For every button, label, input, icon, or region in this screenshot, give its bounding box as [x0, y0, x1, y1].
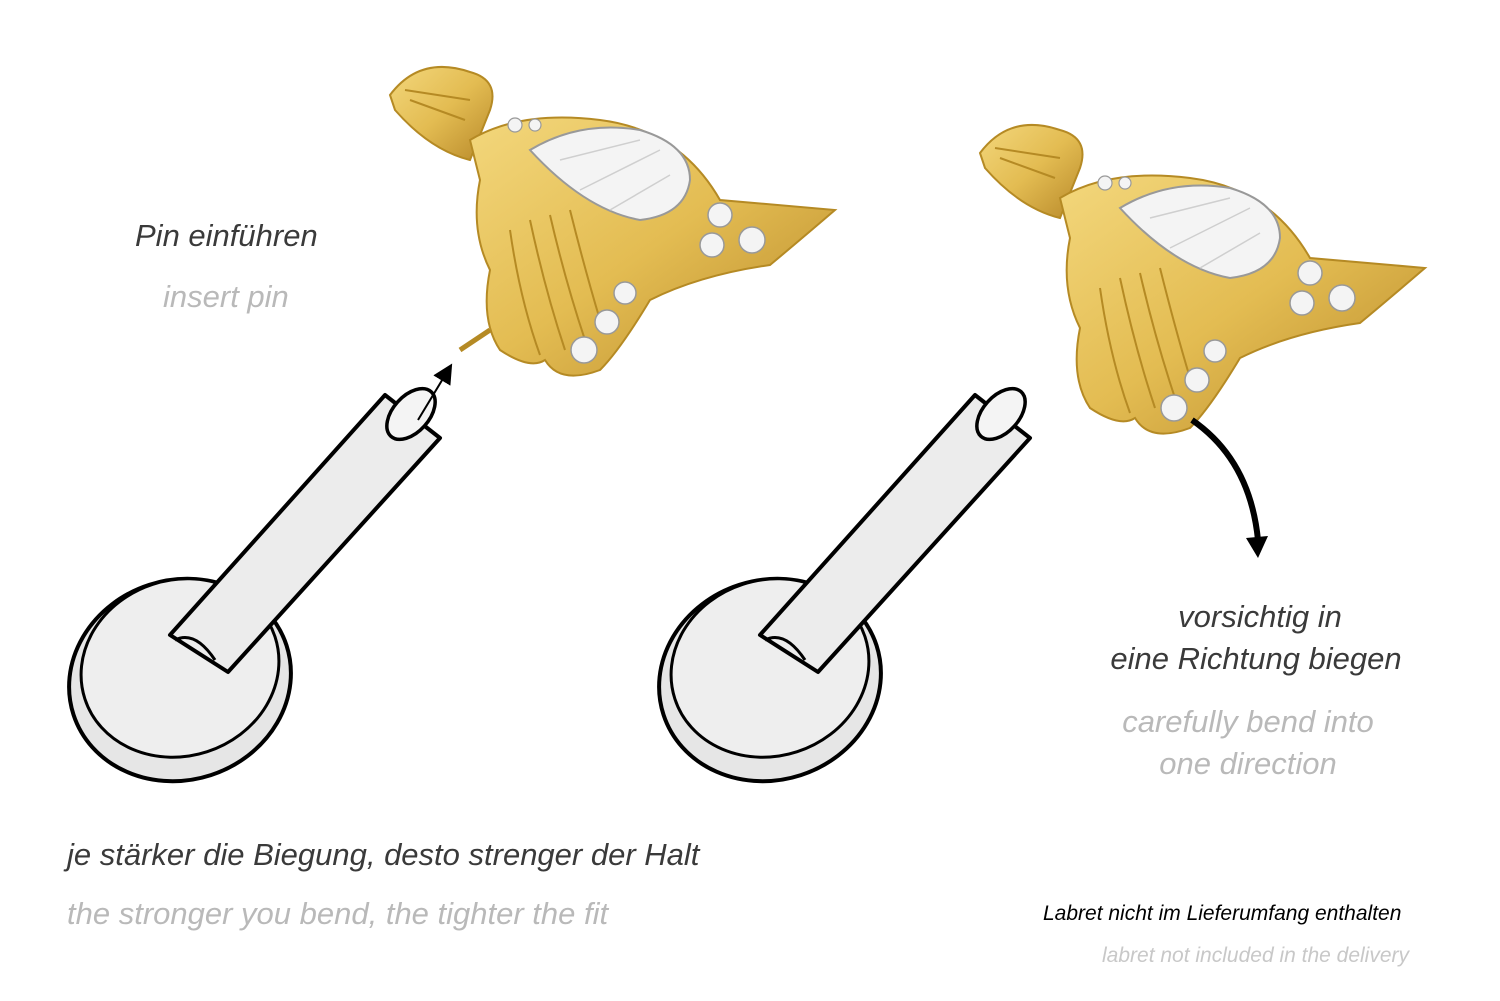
insert-label-de: Pin einführen	[135, 218, 318, 253]
labret-right	[630, 377, 1037, 812]
bend-label-en-line2: one direction	[1159, 746, 1337, 781]
pin-left	[458, 327, 492, 353]
insert-step-illustration	[40, 65, 836, 812]
notice-label-de: Labret nicht im Lieferumfang enthalten	[1043, 902, 1402, 925]
bird-top-right	[979, 123, 1426, 435]
bend-label-en-line1: carefully bend into	[1122, 704, 1374, 739]
insert-label-en: insert pin	[163, 279, 289, 314]
bend-arrow-icon	[1190, 417, 1261, 541]
tip-label-en: the stronger you bend, the tighter the f…	[67, 896, 609, 931]
bird-top-left	[389, 65, 836, 377]
bend-label-de-line1: vorsichtig in	[1178, 599, 1342, 634]
notice-label-en: labret not included in the delivery	[1102, 944, 1410, 967]
bend-arrowhead-icon	[1246, 536, 1268, 558]
insert-arrow-icon	[417, 363, 453, 421]
tip-label-de: je stärker die Biegung, desto strenger d…	[67, 837, 700, 872]
bend-label-de-line2: eine Richtung biegen	[1110, 641, 1402, 676]
labret-left	[40, 377, 447, 812]
